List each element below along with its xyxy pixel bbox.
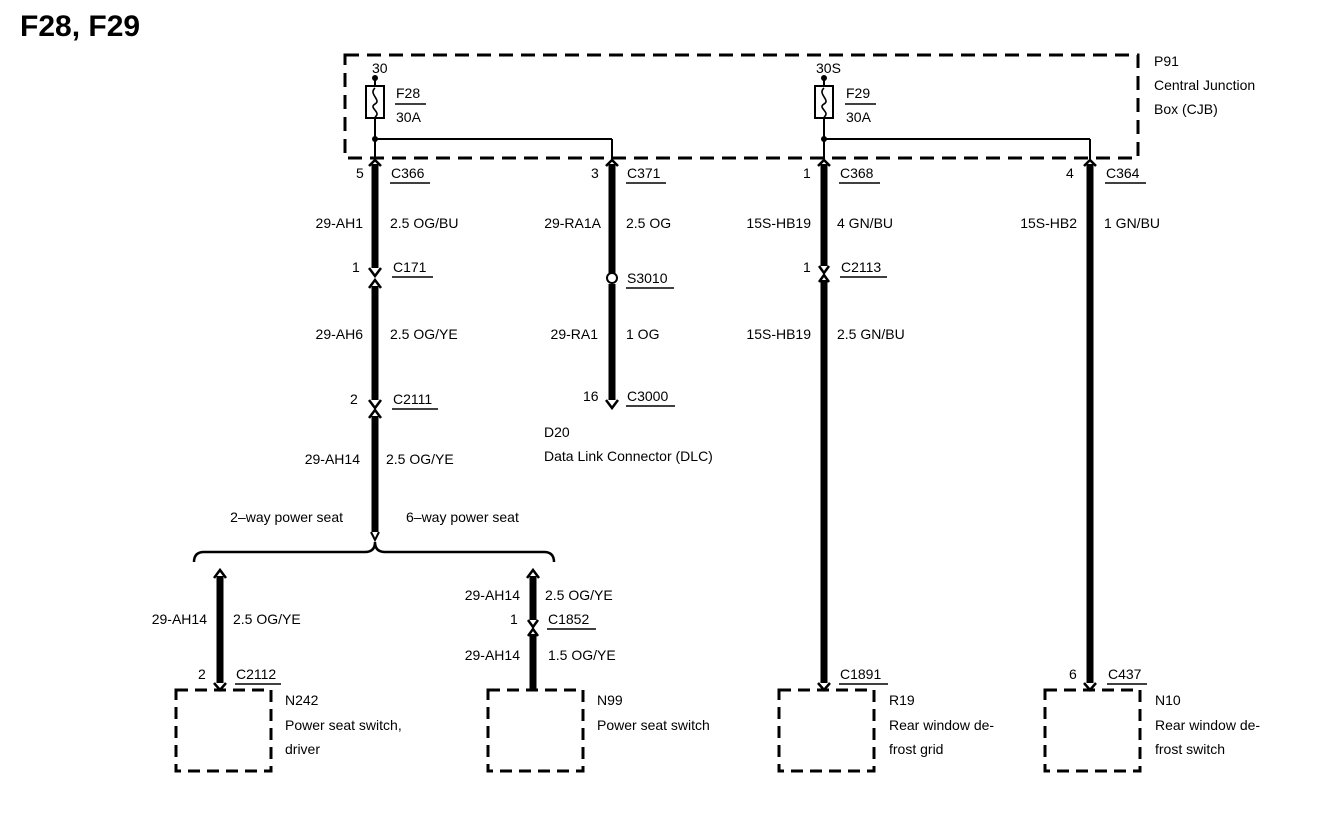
left-branch-wire: 2.5 OG/YE [233,611,301,627]
fuse-f28-rating: 30A [396,109,422,125]
c2-splice: S3010 [627,270,668,286]
wire-right-branch-2 [526,626,540,690]
fuse-f29-name: F29 [846,85,870,101]
c1-seg1-wire: 2.5 OG/BU [390,215,458,231]
c2-seg1-circuit: 29-RA1A [544,215,601,231]
wire-left-branch [213,567,227,692]
c4-seg1-circuit: 15S-HB2 [1020,215,1077,231]
c1-seg2-wire: 2.5 OG/YE [390,326,458,342]
component-n99-name: Power seat switch [597,717,710,733]
right-branch-pin: 1 [510,611,518,627]
option-left-label: 2–way power seat [230,509,343,525]
component-n10-id: N10 [1155,692,1181,708]
c1-conn-top: C366 [391,165,425,181]
component-n242-line1: Power seat switch, [285,717,402,733]
component-r19-line1: Rear window de- [889,717,994,733]
c2-pin-top: 3 [591,165,599,181]
c4-conn-top: C364 [1106,165,1140,181]
c2-conn-top: C371 [627,165,661,181]
c2-seg2-wire: 1 OG [626,326,659,342]
c1-pin-mid: 1 [352,259,360,275]
wire-15s-hb19-lower [817,272,831,692]
component-n242-id: N242 [285,692,319,708]
wire-29-ra1 [605,284,619,411]
left-branch-circuit: 29-AH14 [152,611,207,627]
c1-seg3-circuit: 29-AH14 [305,451,360,467]
junction-box-name-line1: Central Junction [1154,77,1255,93]
fuse-f28-supply: 30 [372,60,388,76]
c3-seg1-wire: 4 GN/BU [837,215,893,231]
component-r19-box [777,688,876,773]
c3-conn-mid: C2113 [841,259,881,275]
c3-seg2-wire: 2.5 GN/BU [837,326,905,342]
c3-seg2-circuit: 15S-HB19 [746,326,811,342]
wire-15s-hb2 [1083,158,1097,692]
option-brace [192,541,556,563]
wire-29-ah14 [368,407,382,543]
c3-pin-top: 1 [803,165,811,181]
c2-component-name: Data Link Connector (DLC) [544,448,713,464]
wire-29-ah6 [368,277,382,411]
c2-component-id: D20 [544,424,570,440]
component-n99-id: N99 [597,692,623,708]
wire-right-branch-1 [526,567,540,630]
splice-s3010 [606,272,618,284]
component-n10-line2: frost switch [1155,741,1225,757]
c3-conn-bottom: C1891 [840,666,881,682]
component-n10-line1: Rear window de- [1155,717,1260,733]
fuse-f29-rating: 30A [846,109,872,125]
right-branch-seg1-wire: 2.5 OG/YE [545,587,613,603]
junction-box-outline [343,53,1140,160]
c2-conn-bottom: C3000 [627,388,668,404]
right-branch-seg2-wire: 1.5 OG/YE [548,647,616,663]
fuse-f28-name: F28 [396,85,420,101]
junction-box-name-line2: Box (CJB) [1154,101,1218,117]
left-branch-pin: 2 [198,666,206,682]
c1-seg3-wire: 2.5 OG/YE [386,451,454,467]
c4-pin-bottom: 6 [1069,666,1077,682]
fuse-f29-supply: 30S [816,60,841,76]
component-n242-line2: driver [285,741,320,757]
right-branch-seg1-circuit: 29-AH14 [465,587,520,603]
wire-15s-hb19-upper [817,158,831,276]
c3-pin-mid: 1 [803,259,811,275]
component-n99-box [486,688,585,773]
c1-conn-mid: C171 [393,259,427,275]
left-branch-conn: C2112 [236,666,276,682]
right-branch-conn: C1852 [548,611,589,627]
diagram-title: F28, F29 [20,10,140,43]
c4-seg1-wire: 1 GN/BU [1104,215,1160,231]
c1-seg1-circuit: 29-AH1 [316,215,364,231]
c4-pin-top: 4 [1066,165,1074,181]
option-right-label: 6–way power seat [406,509,519,525]
c3-conn-top: C368 [840,165,874,181]
fuse-f28 [365,75,613,160]
right-branch-seg2-circuit: 29-AH14 [465,647,520,663]
wire-29-ah1 [368,158,382,279]
c4-conn-bottom: C437 [1108,666,1142,682]
component-n242-box [174,688,273,773]
c2-seg2-circuit: 29-RA1 [551,326,599,342]
junction-box-id: P91 [1154,53,1179,69]
c1-pin-mid2: 2 [350,391,358,407]
c1-seg2-circuit: 29-AH6 [316,326,364,342]
component-r19-line2: frost grid [889,741,943,757]
c2-seg1-wire: 2.5 OG [626,215,671,231]
fuse-f29 [814,75,1091,160]
component-r19-id: R19 [889,692,915,708]
c1-pin-top: 5 [356,165,364,181]
c2-pin-bottom: 16 [583,388,599,404]
wire-29-ra1a [605,158,619,276]
c1-conn-mid2: C2111 [393,391,432,407]
component-n10-box [1043,688,1142,773]
c3-seg1-circuit: 15S-HB19 [746,215,811,231]
